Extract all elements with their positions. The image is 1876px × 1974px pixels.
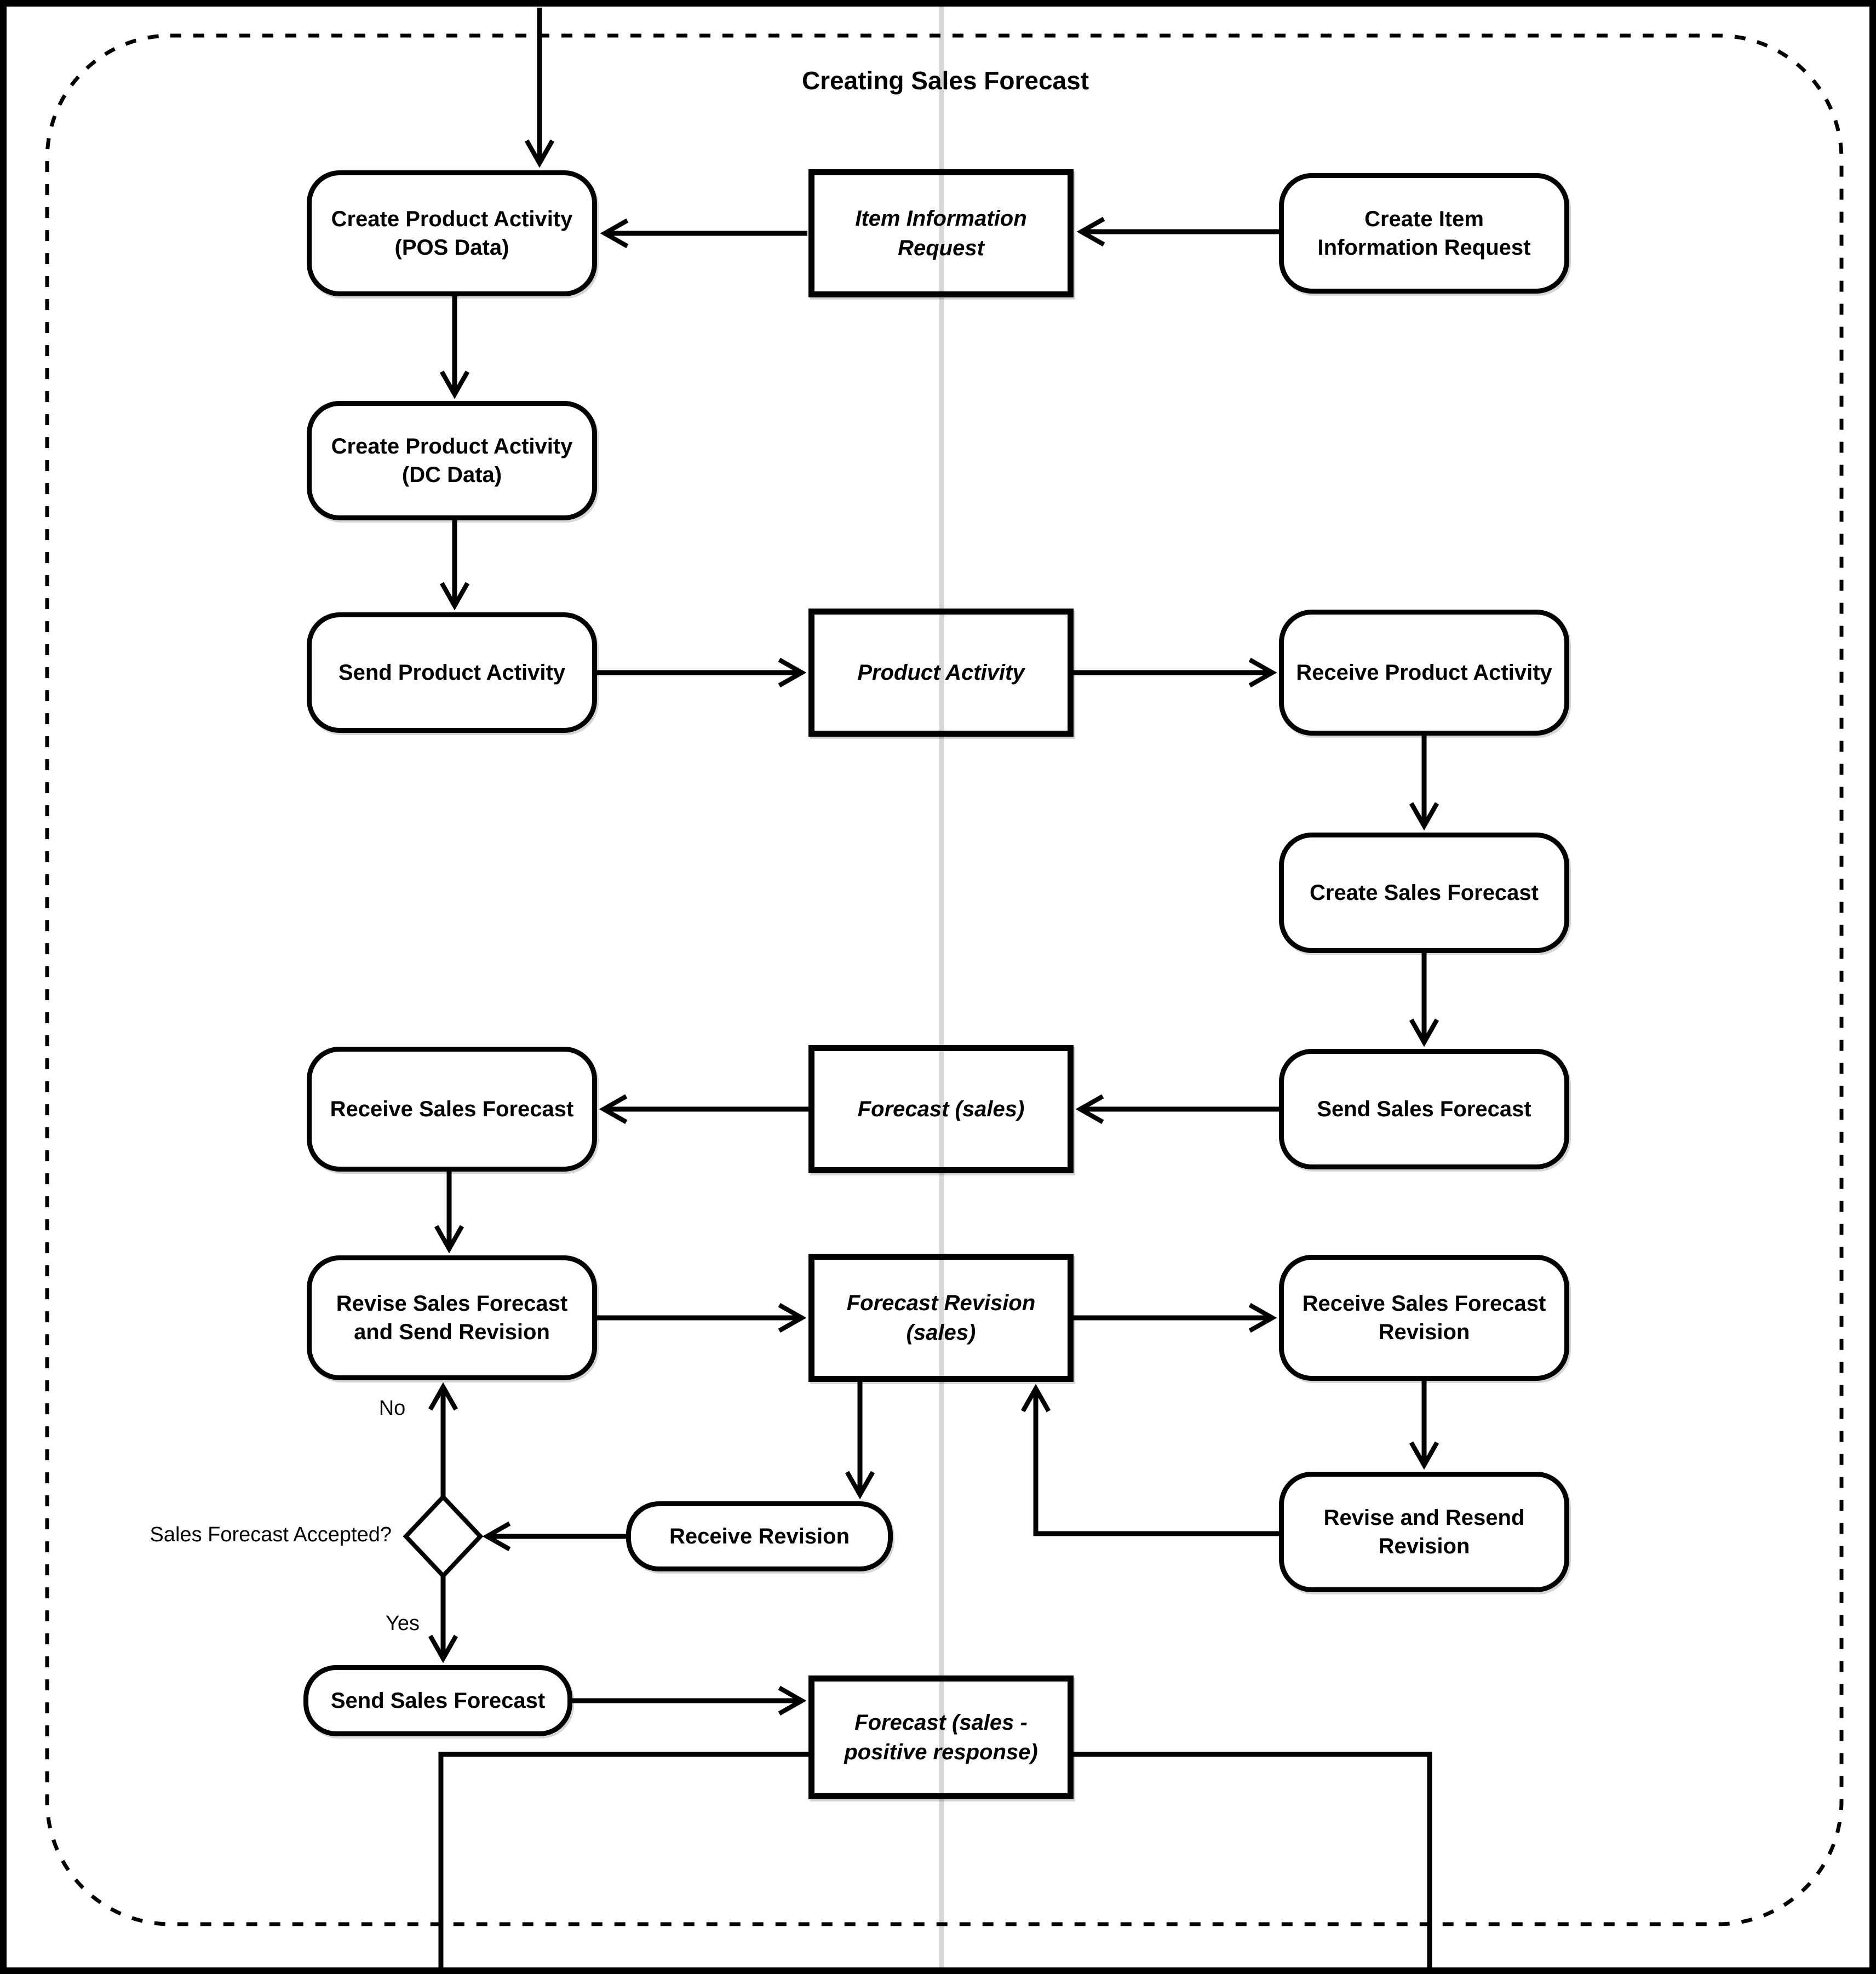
node-revise-sales-forecast-and-send-revision: Revise Sales Forecast and Send Revision xyxy=(307,1255,597,1380)
decision-diamond xyxy=(403,1494,484,1579)
node-forecast-sales-positive-response: Forecast (sales - positive response) xyxy=(808,1675,1074,1799)
node-send-product-activity: Send Product Activity xyxy=(307,612,597,733)
node-receive-sales-forecast-revision: Receive Sales Forecast Revision xyxy=(1279,1255,1569,1381)
edge-label-no: No xyxy=(378,1397,406,1420)
edge-label-yes: Yes xyxy=(386,1612,420,1635)
node-send-sales-forecast-final: Send Sales Forecast xyxy=(303,1665,572,1736)
dashed-group-border xyxy=(45,33,1844,1926)
edge-rrr-to-fr xyxy=(1036,1388,1279,1536)
node-product-activity: Product Activity xyxy=(808,609,1074,737)
node-forecast-revision-sales: Forecast Revision (sales) xyxy=(808,1254,1074,1382)
node-create-product-activity-pos: Create Product Activity (POS Data) xyxy=(307,170,597,296)
diagram-title: Creating Sales Forecast xyxy=(801,66,1089,95)
node-receive-sales-forecast: Receive Sales Forecast xyxy=(307,1047,597,1172)
node-receive-product-activity: Receive Product Activity xyxy=(1279,610,1569,736)
node-send-sales-forecast: Send Sales Forecast xyxy=(1279,1049,1569,1169)
node-revise-and-resend-revision: Revise and Resend Revision xyxy=(1279,1472,1569,1592)
edge-fspr-out-left xyxy=(438,1752,808,1974)
node-item-information-request: Item Information Request xyxy=(808,169,1074,297)
edge-fspr-out-right xyxy=(1074,1752,1432,1974)
node-create-product-activity-dc: Create Product Activity (DC Data) xyxy=(307,401,597,520)
node-forecast-sales: Forecast (sales) xyxy=(808,1045,1074,1173)
node-create-item-information-request: Create Item Information Request xyxy=(1279,173,1569,294)
node-receive-revision: Receive Revision xyxy=(626,1501,893,1571)
decision-question-label: Sales Forecast Accepted? xyxy=(150,1523,392,1546)
node-create-sales-forecast: Create Sales Forecast xyxy=(1279,833,1569,953)
